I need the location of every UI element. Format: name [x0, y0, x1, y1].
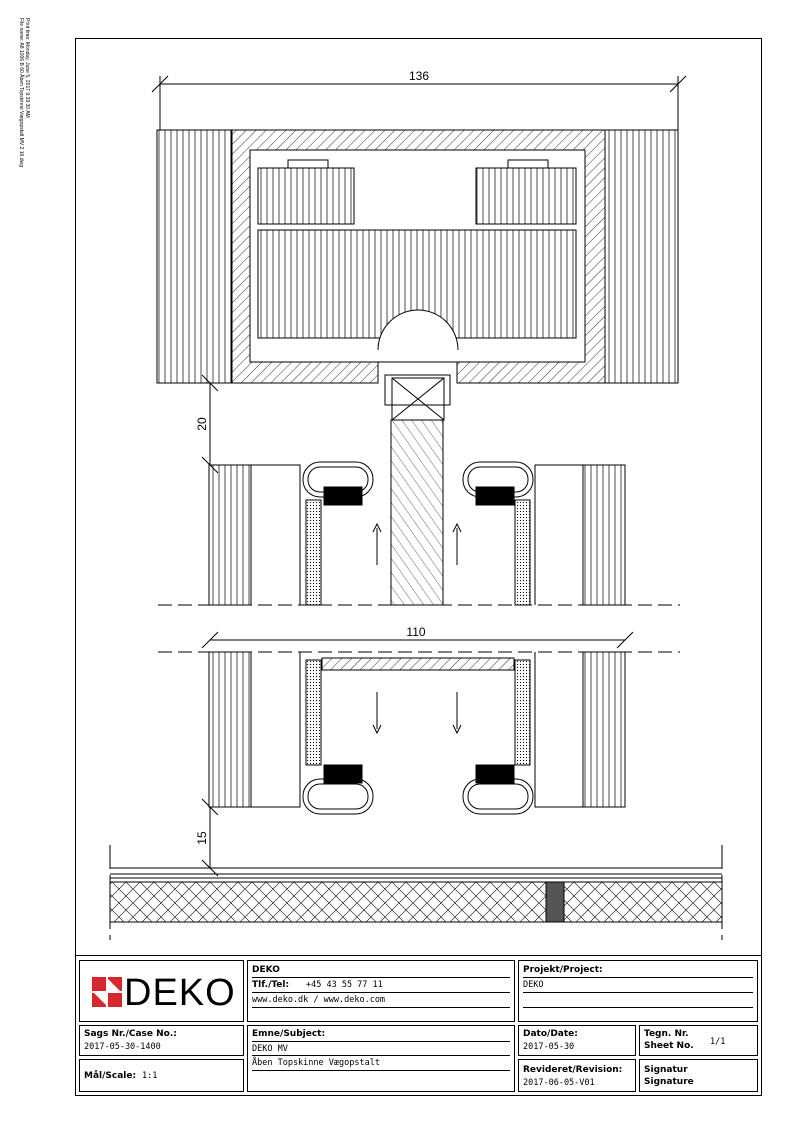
dimension-15: 15: [195, 831, 209, 845]
revision-value: 2017-06-05-V01: [523, 1078, 595, 1088]
signature-label-1: Signatur: [644, 1065, 688, 1075]
sheet-label-1: Tegn. Nr.: [644, 1029, 689, 1039]
subject-line-2: Åben Topskinne Vægopstalt: [252, 1058, 380, 1068]
revision-label: Revideret/Revision:: [523, 1065, 623, 1075]
case-label: Sags Nr./Case No.:: [84, 1029, 177, 1039]
inner-width-dimension: [201, 631, 634, 649]
sheet-cell: Tegn. Nr. Sheet No. 1/1: [639, 1025, 758, 1056]
date-cell: Dato/Date: 2017-05-30: [518, 1025, 636, 1056]
lower-panel-section: [158, 651, 680, 815]
logo-wordmark: DEKO: [124, 972, 236, 1014]
sheet-label-2: Sheet No.: [644, 1041, 694, 1051]
company-cell: DEKO Tlf./Tel: +45 43 55 77 11 www.deko.…: [247, 960, 515, 1022]
middle-panel-section: [158, 461, 680, 606]
drawing-frame: [75, 38, 762, 1096]
project-label: Projekt/Project:: [523, 965, 603, 975]
dimension-110: 110: [406, 625, 425, 639]
title-block: DEKO DEKO Tlf./Tel: +45 43 55 77 11 www.…: [76, 955, 761, 1095]
subject-label: Emne/Subject:: [252, 1029, 326, 1039]
tel-label: Tlf./Tel:: [252, 980, 290, 990]
project-value: DEKO: [523, 980, 544, 990]
case-value: 2017-05-30-1400: [84, 1042, 161, 1052]
tel-value: +45 43 55 77 11: [306, 980, 383, 990]
signature-label-2: Signature: [644, 1077, 694, 1087]
scale-value: 1:1: [142, 1071, 158, 1081]
project-cell: Projekt/Project: DEKO: [518, 960, 758, 1022]
sheet-value: 1/1: [710, 1037, 726, 1047]
website-link[interactable]: www.deko.dk / www.deko.com: [252, 995, 386, 1005]
signature-cell: Signatur Signature: [639, 1059, 758, 1092]
company-name: DEKO: [252, 965, 280, 975]
scale-cell: Mål/Scale: 1:1: [79, 1059, 244, 1092]
revision-cell: Revideret/Revision: 2017-06-05-V01: [518, 1059, 636, 1092]
logo-cell: DEKO: [79, 960, 244, 1022]
case-cell: Sags Nr./Case No.: 2017-05-30-1400: [79, 1025, 244, 1056]
scale-label: Mål/Scale:: [84, 1071, 137, 1081]
deko-logo-icon: [92, 977, 122, 1007]
top-rail-section: [151, 75, 687, 606]
subject-cell: Emne/Subject: DEKO MV Åben Topskinne Væg…: [247, 1025, 515, 1092]
dimension-20: 20: [195, 417, 209, 431]
date-label: Dato/Date:: [523, 1029, 578, 1039]
date-value: 2017-05-30: [523, 1042, 575, 1052]
subject-line-1: DEKO MV: [252, 1044, 288, 1054]
floor-section: [109, 845, 723, 940]
dimension-136: 136: [409, 69, 429, 83]
